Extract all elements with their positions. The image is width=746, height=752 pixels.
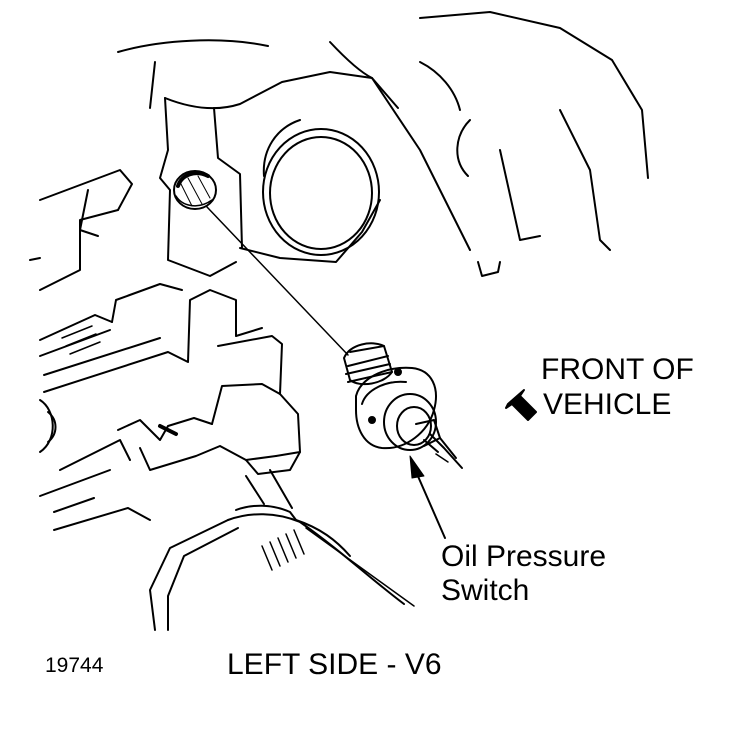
switch-leader-arrow (409, 455, 446, 539)
oil-pressure-switch (343, 342, 463, 469)
install-guide-line (206, 206, 349, 356)
oil-pressure-switch-label-line2: Switch (441, 574, 530, 607)
front-of-vehicle-label-line2: VEHICLE (543, 388, 672, 421)
front-of-vehicle-label-line1: FRONT OF (541, 353, 694, 386)
engine-block-left (29, 169, 301, 531)
figure-number: 19744 (45, 654, 104, 677)
engine-block-upper (117, 11, 649, 277)
diagram-caption: LEFT SIDE - V6 (227, 648, 442, 681)
engine-bore (262, 119, 380, 256)
oil-filter (149, 469, 405, 631)
mounting-hole (173, 170, 217, 210)
arrow-down-left-icon (505, 389, 537, 421)
hatching (61, 325, 305, 571)
oil-pressure-switch-label-line1: Oil Pressure (441, 540, 607, 573)
lower-guide-line (305, 527, 415, 607)
